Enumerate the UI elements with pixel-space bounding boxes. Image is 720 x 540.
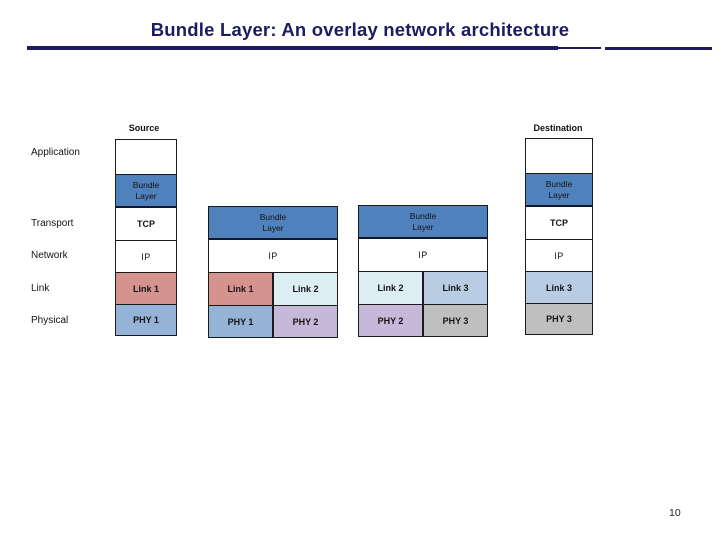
router1-ip-box: IP xyxy=(209,240,337,272)
router1-link-row: Link 1 Link 2 xyxy=(209,272,337,305)
title-underline-thin xyxy=(558,46,601,49)
router1-phy1-box: PHY 1 xyxy=(209,306,272,337)
destination-phy3-box: PHY 3 xyxy=(526,303,592,334)
source-link1-box: Link 1 xyxy=(116,272,176,304)
destination-link3-box: Link 3 xyxy=(526,271,592,303)
destination-header: Destination xyxy=(533,123,583,133)
router2-link3-box: Link 3 xyxy=(422,272,487,304)
title-underline-right xyxy=(605,46,712,50)
source-application-box xyxy=(116,140,176,174)
router2-bundle-layer-box: Bundle Layer xyxy=(359,206,487,239)
router2-stack: Bundle Layer IP Link 2 Link 3 PHY 2 PHY … xyxy=(358,205,488,337)
router2-link-row: Link 2 Link 3 xyxy=(359,271,487,304)
router2-ip-box: IP xyxy=(359,239,487,271)
layer-label-transport: Transport xyxy=(31,218,74,229)
router1-bundle-layer-box: Bundle Layer xyxy=(209,207,337,240)
slide-title: Bundle Layer: An overlay network archite… xyxy=(150,19,570,40)
title-underline-main xyxy=(27,46,558,50)
destination-application-box xyxy=(526,139,592,173)
destination-tcp-box: TCP xyxy=(526,207,592,239)
layer-label-link: Link xyxy=(31,283,50,294)
router1-phy-row: PHY 1 PHY 2 xyxy=(209,305,337,337)
source-phy1-box: PHY 1 xyxy=(116,304,176,335)
router2-phy3-box: PHY 3 xyxy=(422,305,487,336)
destination-stack: Bundle Layer TCP IP Link 3 PHY 3 xyxy=(525,138,593,335)
source-header: Source xyxy=(128,123,160,133)
layer-label-physical: Physical xyxy=(31,315,69,326)
destination-ip-box: IP xyxy=(526,239,592,271)
source-ip-box: IP xyxy=(116,240,176,272)
router2-phy2-box: PHY 2 xyxy=(359,305,422,336)
source-bundle-layer-box: Bundle Layer xyxy=(116,174,176,208)
router1-link1-box: Link 1 xyxy=(209,273,272,305)
destination-bundle-layer-box: Bundle Layer xyxy=(526,173,592,207)
source-tcp-box: TCP xyxy=(116,208,176,240)
page-number: 10 xyxy=(669,507,681,519)
router2-link2-box: Link 2 xyxy=(359,272,422,304)
router1-phy2-box: PHY 2 xyxy=(272,306,337,337)
router2-phy-row: PHY 2 PHY 3 xyxy=(359,304,487,336)
layer-label-application: Application xyxy=(31,147,80,158)
layer-label-network: Network xyxy=(31,250,68,261)
source-stack: Bundle Layer TCP IP Link 1 PHY 1 xyxy=(115,139,177,336)
router1-link2-box: Link 2 xyxy=(272,273,337,305)
router1-stack: Bundle Layer IP Link 1 Link 2 PHY 1 PHY … xyxy=(208,206,338,338)
